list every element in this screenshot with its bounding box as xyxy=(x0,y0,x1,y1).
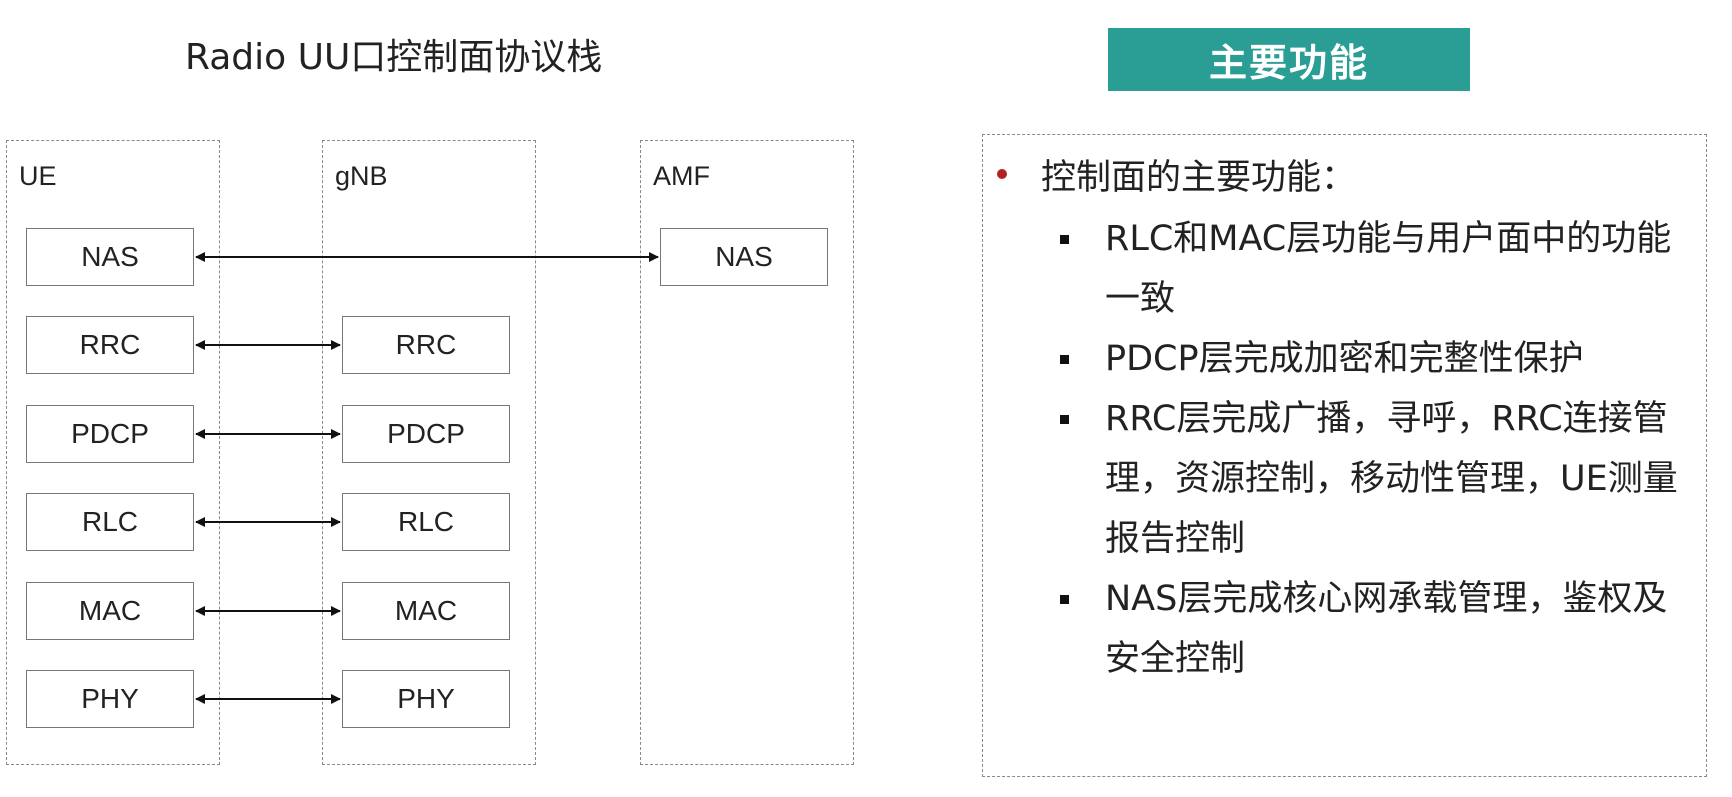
amf-nas-layer: NAS xyxy=(660,228,828,286)
square-bullet-icon xyxy=(1060,595,1069,604)
list-item-text: PDCP层完成加密和完整性保护 xyxy=(1105,339,1584,379)
ue-mac-layer: MAC xyxy=(26,582,194,640)
square-bullet-icon xyxy=(1060,415,1069,424)
list-item-text: RRC层完成广播，寻呼，RRC连接管理，资源控制，移动性管理，UE测量报告控制 xyxy=(1105,399,1678,559)
gnb-pdcp-layer: PDCP xyxy=(342,405,510,463)
gnb-label: gNB xyxy=(335,161,388,191)
ue-label: UE xyxy=(19,161,57,191)
ue-node: UE xyxy=(6,140,220,765)
bullet-dot-icon xyxy=(997,169,1007,179)
diagram-title: Radio UU口控制面协议栈 xyxy=(185,37,603,78)
list-item: RRC层完成广播，寻呼，RRC连接管理，资源控制，移动性管理，UE测量报告控制 xyxy=(1060,389,1697,569)
ue-rrc-layer: RRC xyxy=(26,316,194,374)
function-list: RLC和MAC层功能与用户面中的功能一致 PDCP层完成加密和完整性保护 RRC… xyxy=(1060,209,1697,689)
ue-rlc-layer: RLC xyxy=(26,493,194,551)
list-item-text: NAS层完成核心网承载管理，鉴权及安全控制 xyxy=(1105,579,1668,679)
ue-phy-layer: PHY xyxy=(26,670,194,728)
amf-node: AMF xyxy=(640,140,854,765)
gnb-phy-layer: PHY xyxy=(342,670,510,728)
gnb-mac-layer: MAC xyxy=(342,582,510,640)
gnb-rrc-layer: RRC xyxy=(342,316,510,374)
list-item: PDCP层完成加密和完整性保护 xyxy=(1060,329,1697,389)
list-item: NAS层完成核心网承载管理，鉴权及安全控制 xyxy=(1060,569,1697,689)
panel-header: 主要功能 xyxy=(1108,28,1470,91)
functions-panel: 控制面的主要功能： RLC和MAC层功能与用户面中的功能一致 PDCP层完成加密… xyxy=(982,134,1707,777)
main-bullet-text: 控制面的主要功能： xyxy=(1041,158,1357,198)
square-bullet-icon xyxy=(1060,235,1069,244)
list-item: RLC和MAC层功能与用户面中的功能一致 xyxy=(1060,209,1697,329)
square-bullet-icon xyxy=(1060,355,1069,364)
list-item-text: RLC和MAC层功能与用户面中的功能一致 xyxy=(1105,219,1672,319)
amf-label: AMF xyxy=(653,161,710,191)
ue-nas-layer: NAS xyxy=(26,228,194,286)
gnb-node: gNB xyxy=(322,140,536,765)
gnb-rlc-layer: RLC xyxy=(342,493,510,551)
ue-pdcp-layer: PDCP xyxy=(26,405,194,463)
